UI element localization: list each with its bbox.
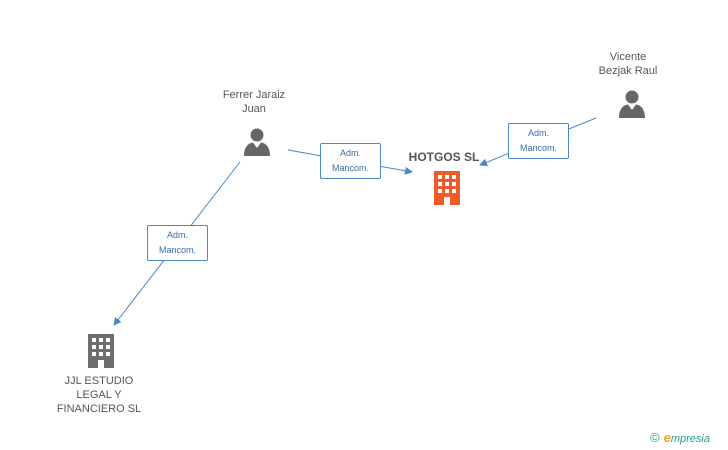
edge-label-ferrer-jjl[interactable]: Adm. Mancom. [147,225,208,261]
node-label-vicente-line1: Vicente [609,51,647,63]
edge-label-role-type: Mancom. [519,143,557,153]
edge-label-role-type: Mancom. [331,163,369,173]
building-icon[interactable] [85,333,117,369]
brand-initial: e [663,430,671,445]
edge-label-role: Adm. [166,230,188,240]
node-label-ferrer-line2: Juan [242,103,266,115]
building-icon[interactable] [431,170,463,206]
edge-label-role: Adm. [527,128,549,138]
node-label-vicente[interactable]: Vicente Bezjak Raul [578,50,678,78]
node-label-vicente-line2: Bezjak Raul [598,65,658,77]
node-label-ferrer[interactable]: Ferrer Jaraiz Juan [204,88,304,116]
brand-logo: ©empresia [650,430,710,445]
edge-label-ferrer-hotgos[interactable]: Adm. Mancom. [320,143,381,179]
node-label-jjl-line3: FINANCIERO SL [56,403,142,415]
node-label-hotgos[interactable]: HOTGOS SL [408,150,480,164]
copyright-icon: © [650,430,660,445]
person-icon[interactable] [242,127,272,157]
person-icon[interactable] [617,89,647,119]
brand-name: mpresia [670,433,710,445]
edge-label-role-type: Mancom. [158,245,196,255]
node-label-ferrer-line1: Ferrer Jaraiz [222,89,286,101]
node-label-jjl-line1: JJL ESTUDIO [64,375,134,387]
edge-label-vicente-hotgos[interactable]: Adm. Mancom. [508,123,569,159]
node-label-jjl[interactable]: JJL ESTUDIO LEGAL Y FINANCIERO SL [44,374,154,416]
edge-label-role: Adm. [339,148,361,158]
node-label-jjl-line2: LEGAL Y [76,389,122,401]
